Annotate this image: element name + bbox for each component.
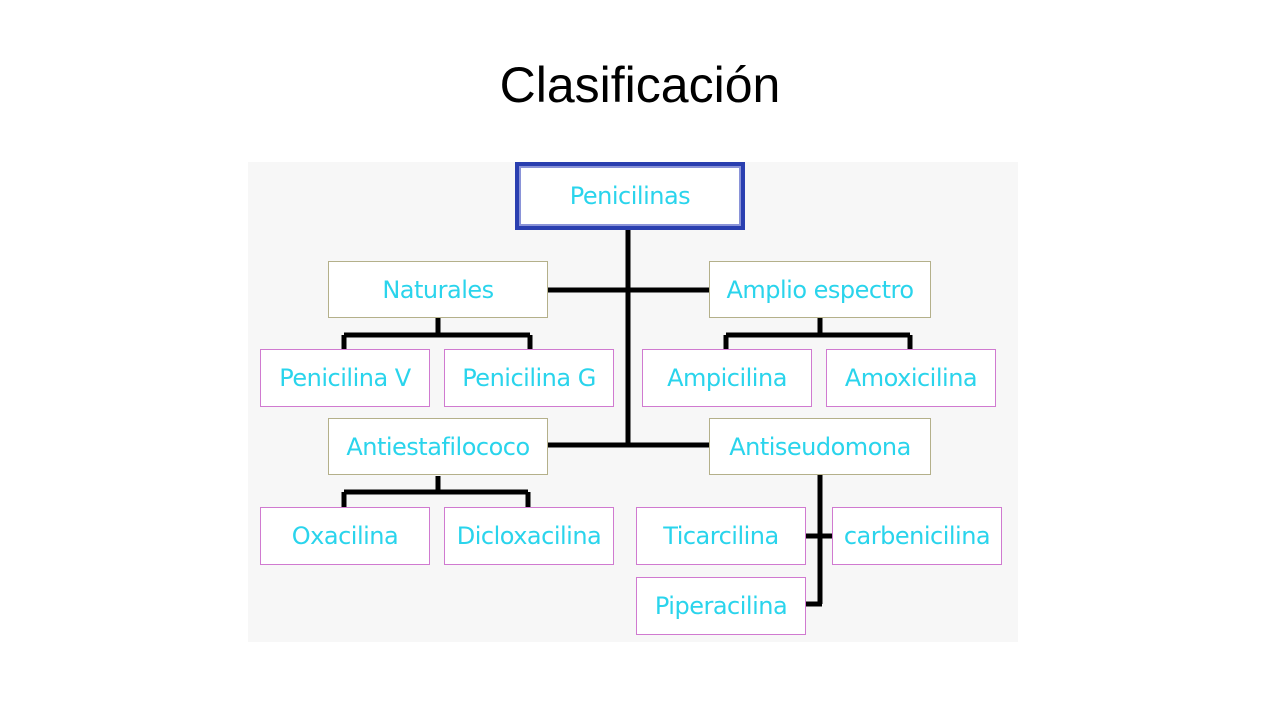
node-dicloxacilina: Dicloxacilina [444,507,614,565]
node-naturales: Naturales [328,261,548,318]
node-amoxicilina: Amoxicilina [826,349,996,407]
node-antiseudomona: Antiseudomona [709,418,931,475]
slide-title: Clasificación [499,57,781,113]
node-amplio-espectro: Amplio espectro [709,261,931,318]
node-ticarcilina: Ticarcilina [636,507,806,565]
node-penicilina-g: Penicilina G [444,349,614,407]
node-penicilinas: Penicilinas [515,162,745,230]
node-ampicilina: Ampicilina [642,349,812,407]
node-piperacilina: Piperacilina [636,577,806,635]
node-oxacilina: Oxacilina [260,507,430,565]
node-penicilina-v: Penicilina V [260,349,430,407]
node-carbenicilina: carbenicilina [832,507,1002,565]
node-antiestafilococo: Antiestafilococo [328,418,548,475]
